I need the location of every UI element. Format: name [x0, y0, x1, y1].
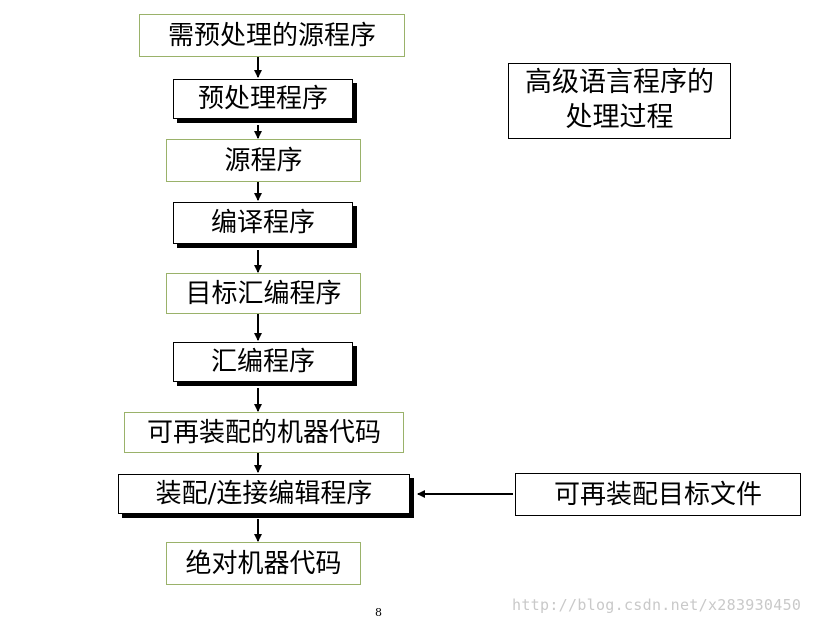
- node-label: 装配/连接编辑程序: [155, 479, 373, 509]
- node-label: 预处理程序: [197, 84, 328, 114]
- node-loader-linker: 装配/连接编辑程序: [118, 474, 410, 514]
- node-label: 可再装配目标文件: [553, 479, 762, 510]
- node-relocatable-object-file: 可再装配目标文件: [515, 473, 801, 516]
- title-line-1: 高级语言程序的: [525, 67, 714, 99]
- node-label: 需预处理的源程序: [167, 20, 376, 51]
- diagram-title-box: 高级语言程序的 处理过程: [508, 63, 731, 139]
- node-assembler: 汇编程序: [173, 342, 353, 382]
- node-label: 汇编程序: [210, 347, 315, 377]
- node-label: 绝对机器代码: [185, 548, 342, 579]
- node-compiler: 编译程序: [173, 202, 353, 244]
- title-line-2: 处理过程: [565, 102, 674, 133]
- node-source-program: 源程序: [166, 139, 361, 182]
- node-source-needing-preprocess: 需预处理的源程序: [139, 14, 405, 57]
- node-label: 源程序: [224, 145, 303, 176]
- node-label: 目标汇编程序: [185, 278, 342, 309]
- node-preprocessor: 预处理程序: [173, 79, 353, 119]
- node-target-assembly: 目标汇编程序: [166, 273, 361, 314]
- node-label: 编译程序: [210, 208, 315, 238]
- page-number: 8: [375, 606, 382, 619]
- node-relocatable-machine-code: 可再装配的机器代码: [124, 412, 404, 453]
- watermark: http://blog.csdn.net/x283930450: [512, 596, 802, 614]
- node-absolute-machine-code: 绝对机器代码: [166, 542, 361, 585]
- node-label: 可再装配的机器代码: [146, 417, 381, 448]
